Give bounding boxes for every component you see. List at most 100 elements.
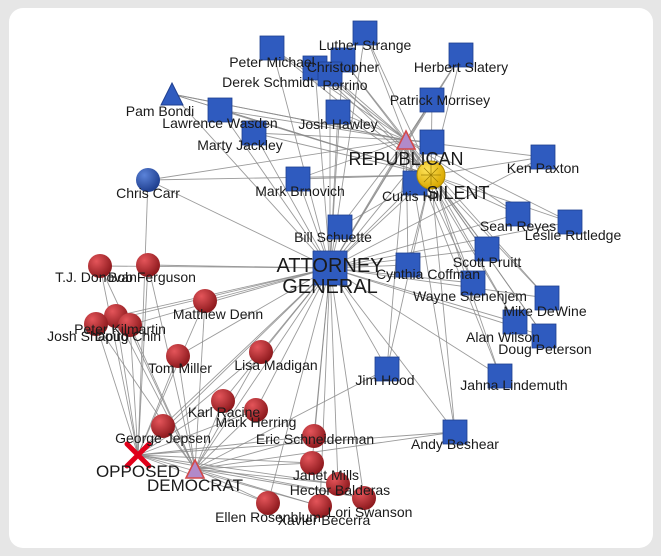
node-bill[interactable] bbox=[327, 214, 353, 240]
node-xavier[interactable] bbox=[308, 494, 332, 518]
node-jim[interactable] bbox=[374, 356, 400, 382]
edge-tom-dem bbox=[177, 355, 196, 470]
edge-ellen-opposed bbox=[137, 454, 269, 504]
label-karl: Karl Racine bbox=[188, 404, 261, 420]
node-tj[interactable] bbox=[88, 254, 112, 278]
edge-andy-opposed bbox=[137, 431, 456, 456]
edge-tj-dem bbox=[99, 265, 196, 470]
label-alan: Alan Wilson bbox=[466, 329, 540, 345]
edge-andy-ag bbox=[329, 267, 456, 433]
edge-chris-rep bbox=[147, 139, 407, 181]
node-mark_b[interactable] bbox=[285, 166, 311, 192]
label-luther: Luther Strange bbox=[319, 37, 412, 53]
node-lawrence[interactable] bbox=[207, 97, 233, 123]
node-andy[interactable] bbox=[442, 419, 468, 445]
label-tj: T.J. Donovan bbox=[55, 269, 137, 285]
node-mark_h[interactable] bbox=[244, 398, 268, 422]
label-doug: Doug Peterson bbox=[498, 341, 591, 357]
label-herbert: Herbert Slatery bbox=[414, 59, 508, 75]
node-leslie[interactable] bbox=[557, 209, 583, 235]
edge-lori-ag bbox=[329, 267, 365, 499]
node-alan[interactable] bbox=[502, 309, 528, 335]
edge-luther-rep bbox=[364, 32, 407, 141]
node-ken[interactable] bbox=[530, 144, 556, 170]
node-chris[interactable] bbox=[136, 168, 160, 192]
label-josh_s: Josh Shapiro bbox=[47, 328, 129, 344]
node-hector[interactable] bbox=[326, 472, 350, 496]
node-layer bbox=[84, 20, 583, 518]
label-matthew: Matthew Denn bbox=[173, 306, 263, 322]
edge-mark_h-ag bbox=[255, 267, 331, 411]
label-derek: Derek Schmidt bbox=[222, 74, 314, 90]
node-pam[interactable] bbox=[160, 81, 184, 106]
edge-rep-ag bbox=[329, 139, 407, 269]
node-doug[interactable] bbox=[531, 323, 557, 349]
node-josh_s[interactable] bbox=[84, 312, 108, 336]
edge-christopher-silent bbox=[342, 59, 432, 176]
edge-lawrence-rep bbox=[219, 109, 407, 141]
node-karl[interactable] bbox=[211, 389, 235, 413]
label-bob: Bob Ferguson bbox=[108, 269, 196, 285]
edge-sean-silent bbox=[430, 174, 519, 215]
edge-xavier-opposed bbox=[137, 454, 321, 507]
edge-matthew-dem bbox=[194, 300, 206, 470]
edge-bill-rep bbox=[339, 139, 407, 228]
edge-derek-ag bbox=[314, 67, 331, 269]
node-jahna[interactable] bbox=[487, 363, 513, 389]
edge-tj-opposed bbox=[99, 265, 139, 456]
edge-doug_c-dem bbox=[129, 324, 196, 470]
edge-doug_c-opposed bbox=[129, 324, 139, 456]
node-lori[interactable] bbox=[352, 486, 376, 510]
label-pam: Pam Bondi bbox=[126, 103, 194, 119]
node-bob[interactable] bbox=[136, 253, 160, 277]
node-marty[interactable] bbox=[241, 120, 267, 146]
node-herbert[interactable] bbox=[448, 42, 474, 68]
node-mike[interactable] bbox=[534, 285, 560, 311]
node-lisa[interactable] bbox=[249, 340, 273, 364]
node-patrick[interactable] bbox=[419, 87, 445, 113]
label-patrick: Patrick Morrisey bbox=[390, 92, 490, 108]
label-sean: Sean Reyes bbox=[480, 218, 556, 234]
edge-mark_b-rep bbox=[297, 139, 407, 180]
node-peter[interactable] bbox=[259, 35, 285, 61]
label-jahna: Jahna Lindemuth bbox=[460, 377, 567, 393]
edge-eric-dem bbox=[194, 435, 315, 470]
label-janet: Janet Mills bbox=[293, 467, 359, 483]
edge-jim-dem bbox=[194, 368, 388, 470]
edge-hector-ag bbox=[329, 267, 339, 485]
node-eric[interactable] bbox=[302, 424, 326, 448]
node-matthew[interactable] bbox=[193, 289, 217, 313]
edge-josh-ag bbox=[329, 111, 339, 269]
label-christopher: Christopher bbox=[307, 59, 380, 75]
node-george[interactable] bbox=[151, 414, 175, 438]
edge-ellen-ag bbox=[267, 267, 331, 504]
node-wayne[interactable] bbox=[460, 270, 486, 296]
edge-hector-dem bbox=[194, 468, 339, 485]
edge-marty-ag bbox=[253, 132, 331, 269]
node-ag[interactable] bbox=[312, 250, 348, 286]
edge-peter_k-ag bbox=[115, 267, 331, 317]
node-dem[interactable] bbox=[184, 458, 206, 479]
edge-leslie-silent bbox=[430, 174, 571, 223]
label-tom: Tom Miller bbox=[148, 360, 212, 376]
edge-janet-dem bbox=[194, 462, 313, 470]
node-luther[interactable] bbox=[352, 20, 378, 46]
node-repsq[interactable] bbox=[419, 129, 445, 155]
node-ellen[interactable] bbox=[256, 491, 280, 515]
node-tom[interactable] bbox=[166, 344, 190, 368]
node-opposed[interactable] bbox=[124, 441, 152, 469]
node-scott[interactable] bbox=[474, 236, 500, 262]
node-rep[interactable] bbox=[395, 129, 417, 150]
node-porrino[interactable] bbox=[317, 61, 343, 87]
node-sean[interactable] bbox=[505, 201, 531, 227]
node-cynthia[interactable] bbox=[395, 252, 421, 278]
edge-ken-ag bbox=[329, 156, 544, 269]
node-doug_c[interactable] bbox=[118, 313, 142, 337]
node-josh[interactable] bbox=[325, 99, 351, 125]
label-silent: SILENT bbox=[426, 183, 489, 203]
node-janet[interactable] bbox=[300, 451, 324, 475]
